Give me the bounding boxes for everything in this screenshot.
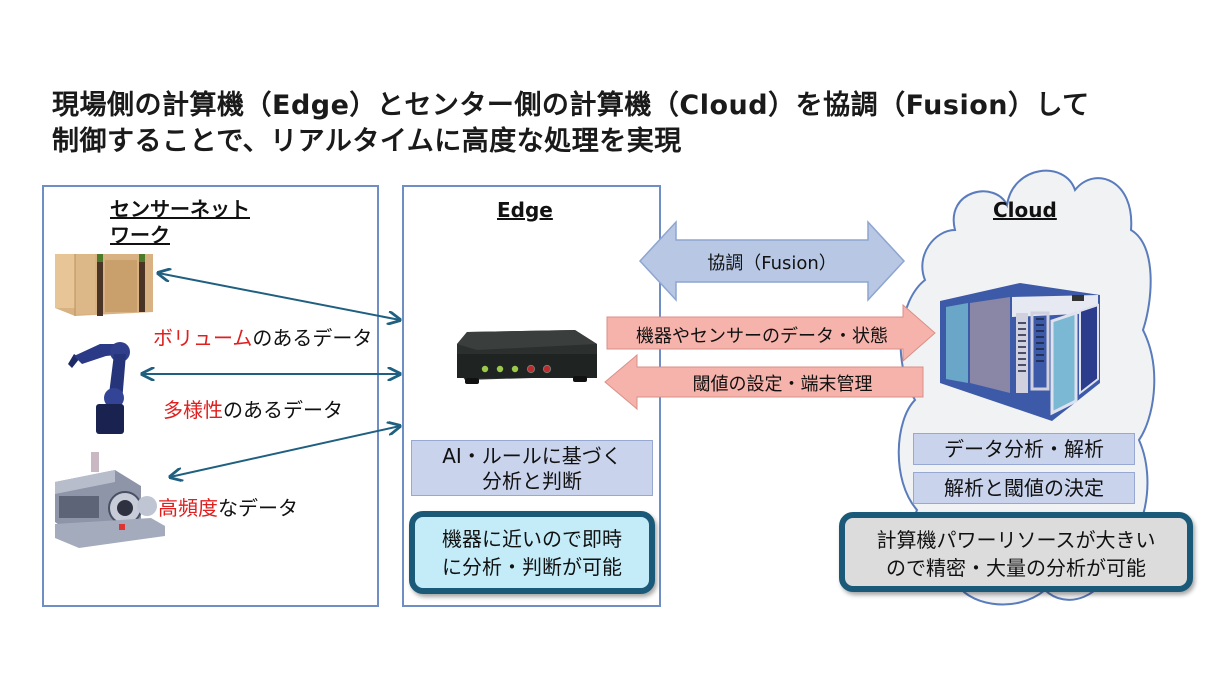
variety-rest: のあるデータ — [223, 398, 343, 422]
connector-volume — [158, 273, 400, 320]
fusion-arrow — [638, 220, 906, 302]
cloud-function-box-1: データ分析・解析 — [913, 433, 1135, 465]
server-room-icon — [940, 283, 1100, 421]
edge-note-box: 機器に近いので即時 に分析・判断が可能 — [409, 511, 655, 594]
sensor-heading-line-1: センサーネット — [110, 197, 250, 221]
edge-function-line-1: AI・ルールに基づく — [442, 444, 622, 468]
upstream-data-label: 機器やセンサーのデータ・状態 — [636, 326, 888, 347]
velocity-emphasis: 高頻度 — [158, 496, 218, 520]
cloud-note-line-1: 計算機パワーリソースが大きい — [876, 528, 1156, 552]
warehouse-icon — [55, 254, 153, 316]
cloud-note-box: 計算機パワーリソースが大きい ので精密・大量の分析が可能 — [839, 512, 1193, 592]
edge-note-line-2: に分析・判断が可能 — [442, 555, 622, 579]
sensor-data-label-variety: 多様性のあるデータ — [163, 394, 343, 423]
volume-emphasis: ボリューム — [153, 326, 253, 350]
edge-gateway-device-icon — [457, 330, 597, 384]
edge-heading: Edge — [497, 198, 553, 222]
generator-engine-icon — [55, 452, 165, 548]
downstream-control-label: 閾値の設定・端末管理 — [692, 374, 873, 395]
sensor-network-heading: センサーネット ワーク — [110, 196, 250, 248]
cloud-heading: Cloud — [993, 198, 1057, 222]
upstream-data-arrow — [606, 303, 936, 363]
title-line-1: 現場側の計算機（Edge）とセンター側の計算機（Cloud）を協調（Fusion… — [52, 90, 1090, 121]
cloud-function-box-2: 解析と閾値の決定 — [913, 472, 1135, 504]
cloud-note-line-2: ので精密・大量の分析が可能 — [886, 556, 1146, 580]
connector-velocity — [170, 426, 400, 477]
robot-arm-icon — [68, 342, 130, 434]
volume-rest: のあるデータ — [252, 326, 373, 350]
variety-emphasis: 多様性 — [163, 398, 223, 422]
fusion-label: 協調（Fusion） — [707, 253, 837, 274]
edge-function-box: AI・ルールに基づく 分析と判断 — [411, 440, 653, 496]
sensor-heading-line-2: ワーク — [110, 223, 170, 247]
slide-title: 現場側の計算機（Edge）とセンター側の計算機（Cloud）を協調（Fusion… — [52, 88, 1090, 160]
edge-note-line-1: 機器に近いので即時 — [442, 527, 622, 551]
velocity-rest: なデータ — [218, 496, 298, 520]
sensor-data-label-volume: ボリュームのあるデータ — [153, 322, 372, 351]
sensor-data-label-velocity: 高頻度なデータ — [158, 492, 298, 521]
title-line-2: 制御することで、リアルタイムに高度な処理を実現 — [52, 126, 682, 157]
downstream-control-arrow — [604, 353, 924, 411]
edge-function-line-2: 分析と判断 — [482, 469, 582, 493]
